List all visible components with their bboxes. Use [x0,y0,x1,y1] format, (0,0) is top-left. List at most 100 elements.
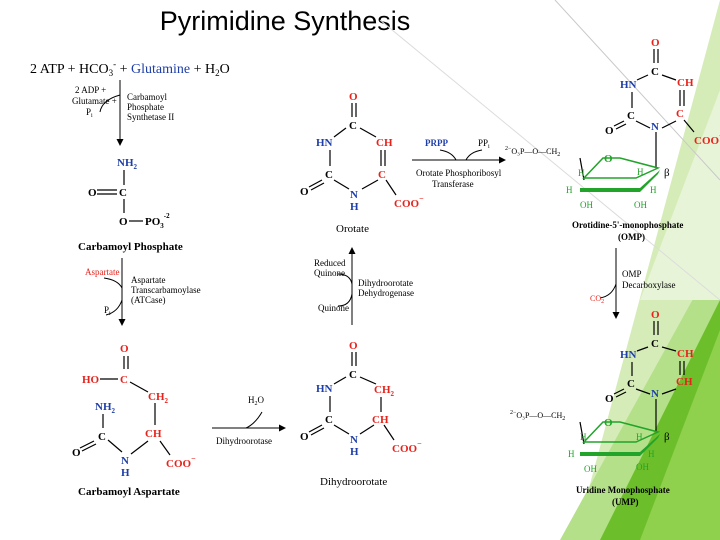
svg-text:O: O [349,340,358,352]
svg-text:C: C [651,338,659,350]
svg-text:CH2: CH2 [374,384,395,398]
svg-text:H: H [650,185,657,195]
svg-text:O: O [300,431,309,443]
step6-omp-decarboxylase: OMP Decarboxylase CO2 [590,248,675,319]
svg-text:O: O [300,186,309,198]
svg-text:OH: OH [636,462,649,472]
svg-text:N: N [121,455,129,467]
svg-text:C: C [349,120,357,132]
svg-text:COO−: COO− [394,194,424,210]
svg-text:Pi: Pi [86,107,93,119]
svg-text:N: N [651,388,659,400]
svg-text:N: N [350,434,358,446]
svg-text:2 ADP +: 2 ADP + [75,85,106,95]
omp-molecule: O C HN CH C O C N COO− 2−O₃P—O—CH2 O H H… [505,37,720,242]
carbamoyl-aspartate-molecule: O HO C CH2 NH2 C O CH N H COO− Carbamoyl… [72,343,196,498]
svg-text:C: C [120,374,128,386]
svg-text:NH2: NH2 [117,157,138,171]
svg-text:C: C [627,378,635,390]
svg-text:β: β [664,431,670,443]
svg-text:Transferase: Transferase [432,179,474,189]
svg-text:HN: HN [620,349,637,361]
svg-text:OH: OH [580,200,593,210]
svg-text:Aspartate: Aspartate [85,267,119,277]
svg-text:C: C [325,169,333,181]
svg-text:OH: OH [634,200,647,210]
svg-text:OH: OH [584,464,597,474]
svg-text:CH2: CH2 [148,391,169,405]
svg-text:H: H [578,168,585,178]
svg-text:Quinone: Quinone [314,268,345,278]
svg-text:Transcarbamoylase: Transcarbamoylase [131,285,201,295]
svg-text:HN: HN [316,137,333,149]
svg-text:H: H [350,446,359,458]
svg-text:Dihydroorotate: Dihydroorotate [320,476,387,488]
svg-text:O: O [88,187,97,199]
ump-molecule: O C HN CH C O CH N 2−O₃P—O—CH2 O H H H H… [510,309,694,507]
svg-text:HN: HN [316,383,333,395]
svg-text:H: H [648,449,655,459]
svg-text:O: O [605,125,614,137]
svg-text:Aspartate: Aspartate [131,275,165,285]
svg-text:H: H [580,432,587,442]
svg-text:CH: CH [676,376,693,388]
slide-title: Pyrimidine Synthesis [159,6,411,36]
svg-text:O: O [119,216,128,228]
svg-text:Carbamoyl Phosphate: Carbamoyl Phosphate [78,241,183,253]
svg-text:(UMP): (UMP) [612,497,639,507]
step5-orotate-phosphoribosyltransferase: PRPP PPi Orotate Phosphoribosyl Transfer… [412,138,506,189]
svg-text:C: C [378,169,386,181]
step3-dihydroorotase: H2O Dihydroorotase [212,395,286,446]
svg-text:Phosphate: Phosphate [127,102,164,112]
svg-text:Dihydroorotate: Dihydroorotate [358,278,413,288]
svg-text:2 ATP + HCO3- + Glutamine + H2: 2 ATP + HCO3- + Glutamine + H2O [30,59,230,78]
svg-text:O: O [651,309,660,321]
svg-text:C: C [119,187,127,199]
svg-text:Orotidine-5'-monophosphate: Orotidine-5'-monophosphate [572,220,683,230]
svg-text:COO−: COO− [166,454,196,470]
svg-text:PO3-2: PO3-2 [145,212,170,230]
svg-text:Dehydrogenase: Dehydrogenase [358,288,414,298]
svg-text:HN: HN [620,79,637,91]
svg-text:O: O [605,393,614,405]
dihydroorotate-molecule: O C HN CH2 C O CH N H COO− Dihydroorotat… [300,340,422,488]
svg-text:N: N [651,121,659,133]
svg-text:HO: HO [82,374,100,386]
svg-text:β: β [664,167,670,179]
svg-text:CH: CH [376,137,393,149]
svg-text:O: O [651,37,660,49]
svg-text:2−O₃P—O—CH2: 2−O₃P—O—CH2 [505,146,560,158]
svg-text:CH: CH [677,348,694,360]
svg-text:(ATCase): (ATCase) [131,295,166,305]
overall-reaction: 2 ATP + HCO3- + Glutamine + H2O [30,59,230,78]
svg-text:CH: CH [677,77,694,89]
carbamoyl-phosphate-molecule: NH2 O C O PO3-2 Carbamoyl Phosphate [78,157,183,253]
svg-text:C: C [325,414,333,426]
svg-text:Synthetase II: Synthetase II [127,112,174,122]
svg-text:NH2: NH2 [95,401,116,415]
svg-text:H: H [350,201,359,213]
step2-atcase: Aspartate Aspartate Transcarbamoylase (A… [85,258,201,326]
svg-text:Orotate Phosphoribosyl: Orotate Phosphoribosyl [416,168,502,178]
svg-text:PPi: PPi [478,138,490,150]
svg-text:Dihydroorotase: Dihydroorotase [216,436,272,446]
svg-text:(OMP): (OMP) [618,232,645,242]
orotate-molecule: O C HN CH C O C N H COO− Orotate [300,91,424,235]
svg-text:N: N [350,189,358,201]
svg-text:C: C [676,108,684,120]
svg-text:Quinone: Quinone [318,303,349,313]
svg-text:CO2: CO2 [590,294,604,305]
svg-text:PRPP: PRPP [425,138,448,148]
svg-text:H: H [637,167,644,177]
svg-text:H: H [121,467,130,479]
svg-text:C: C [98,431,106,443]
svg-text:Reduced: Reduced [314,258,346,268]
svg-text:O: O [120,343,129,355]
svg-text:O: O [604,153,613,165]
svg-text:H: H [568,449,575,459]
svg-text:O: O [604,417,613,429]
step1-carbamoyl-phosphate-synthetase: 2 ADP + Glutamate + Pi Carbamoyl Phospha… [72,80,174,146]
svg-text:Orotate: Orotate [336,223,369,235]
svg-text:H: H [566,185,573,195]
